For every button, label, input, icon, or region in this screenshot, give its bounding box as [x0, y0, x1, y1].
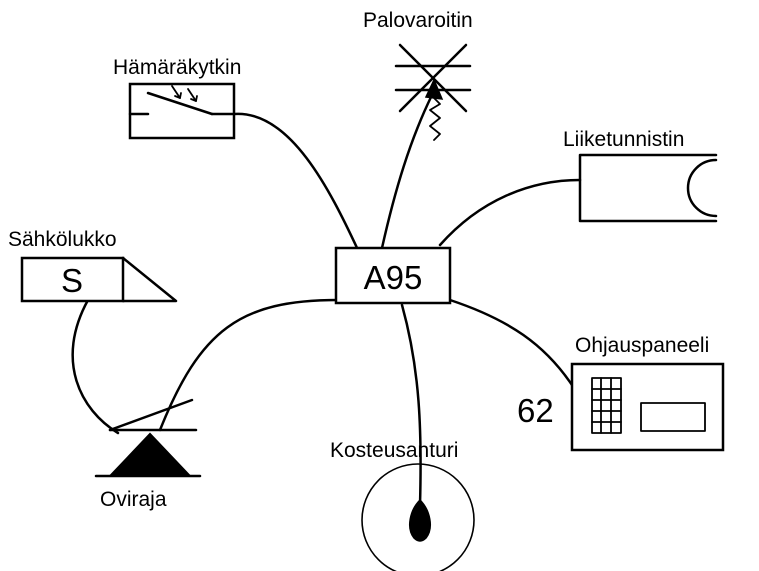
door-limit-lever — [108, 398, 194, 432]
electric-lock-box — [20, 256, 125, 303]
motion-sensor: Liiketunnistin — [563, 128, 718, 223]
control-panel-number: 62 — [517, 392, 554, 429]
zigzag-icon — [429, 97, 441, 141]
humidity-sensor-circle — [361, 463, 475, 571]
door-limit-label: Oviraja — [100, 488, 167, 511]
motion-sensor-lens-icon — [686, 158, 718, 218]
electric-lock-label: Sähkölukko — [8, 228, 117, 251]
display-icon — [640, 402, 706, 432]
wire-door-limit — [158, 298, 340, 432]
central-unit: A95 — [334, 246, 452, 305]
door-limit-triangle-icon — [109, 432, 191, 475]
control-panel-box — [570, 362, 725, 452]
wire-smoke-detector — [380, 93, 434, 250]
wire-motion-sensor — [438, 178, 582, 247]
wire-control-panel — [448, 298, 574, 387]
dusk-switch-label: Hämäräkytkin — [113, 56, 241, 79]
smoke-detector: Palovaroitin — [363, 9, 473, 141]
light-arrows-icon — [171, 85, 198, 102]
electric-lock: Sähkölukko S — [8, 228, 178, 303]
wire-electric-lock — [71, 298, 120, 435]
wires — [71, 93, 582, 507]
droplet-icon — [408, 498, 432, 542]
keypad-icon — [591, 377, 622, 434]
motion-sensor-label: Liiketunnistin — [563, 128, 684, 151]
smoke-detector-label: Palovaroitin — [363, 9, 473, 32]
control-panel: Ohjauspaneeli 62 — [517, 334, 725, 452]
dusk-switch-box — [128, 82, 236, 140]
humidity-sensor: Kosteusanturi — [330, 439, 475, 571]
smoke-detector-symbol-icon — [394, 43, 472, 141]
door-limit: Oviraja — [94, 398, 202, 511]
wire-humidity-sensor — [400, 303, 422, 507]
electric-lock-wedge-icon — [121, 256, 178, 303]
humidity-sensor-label: Kosteusanturi — [330, 439, 458, 462]
electric-lock-symbol: S — [61, 262, 83, 299]
wire-dusk-switch — [232, 112, 360, 252]
dusk-switch-contact — [146, 91, 214, 116]
motion-sensor-box — [578, 153, 718, 223]
central-unit-label: A95 — [364, 259, 423, 296]
dusk-switch: Hämäräkytkin — [113, 56, 241, 140]
central-unit-box — [334, 246, 452, 305]
control-panel-label: Ohjauspaneeli — [575, 334, 709, 357]
